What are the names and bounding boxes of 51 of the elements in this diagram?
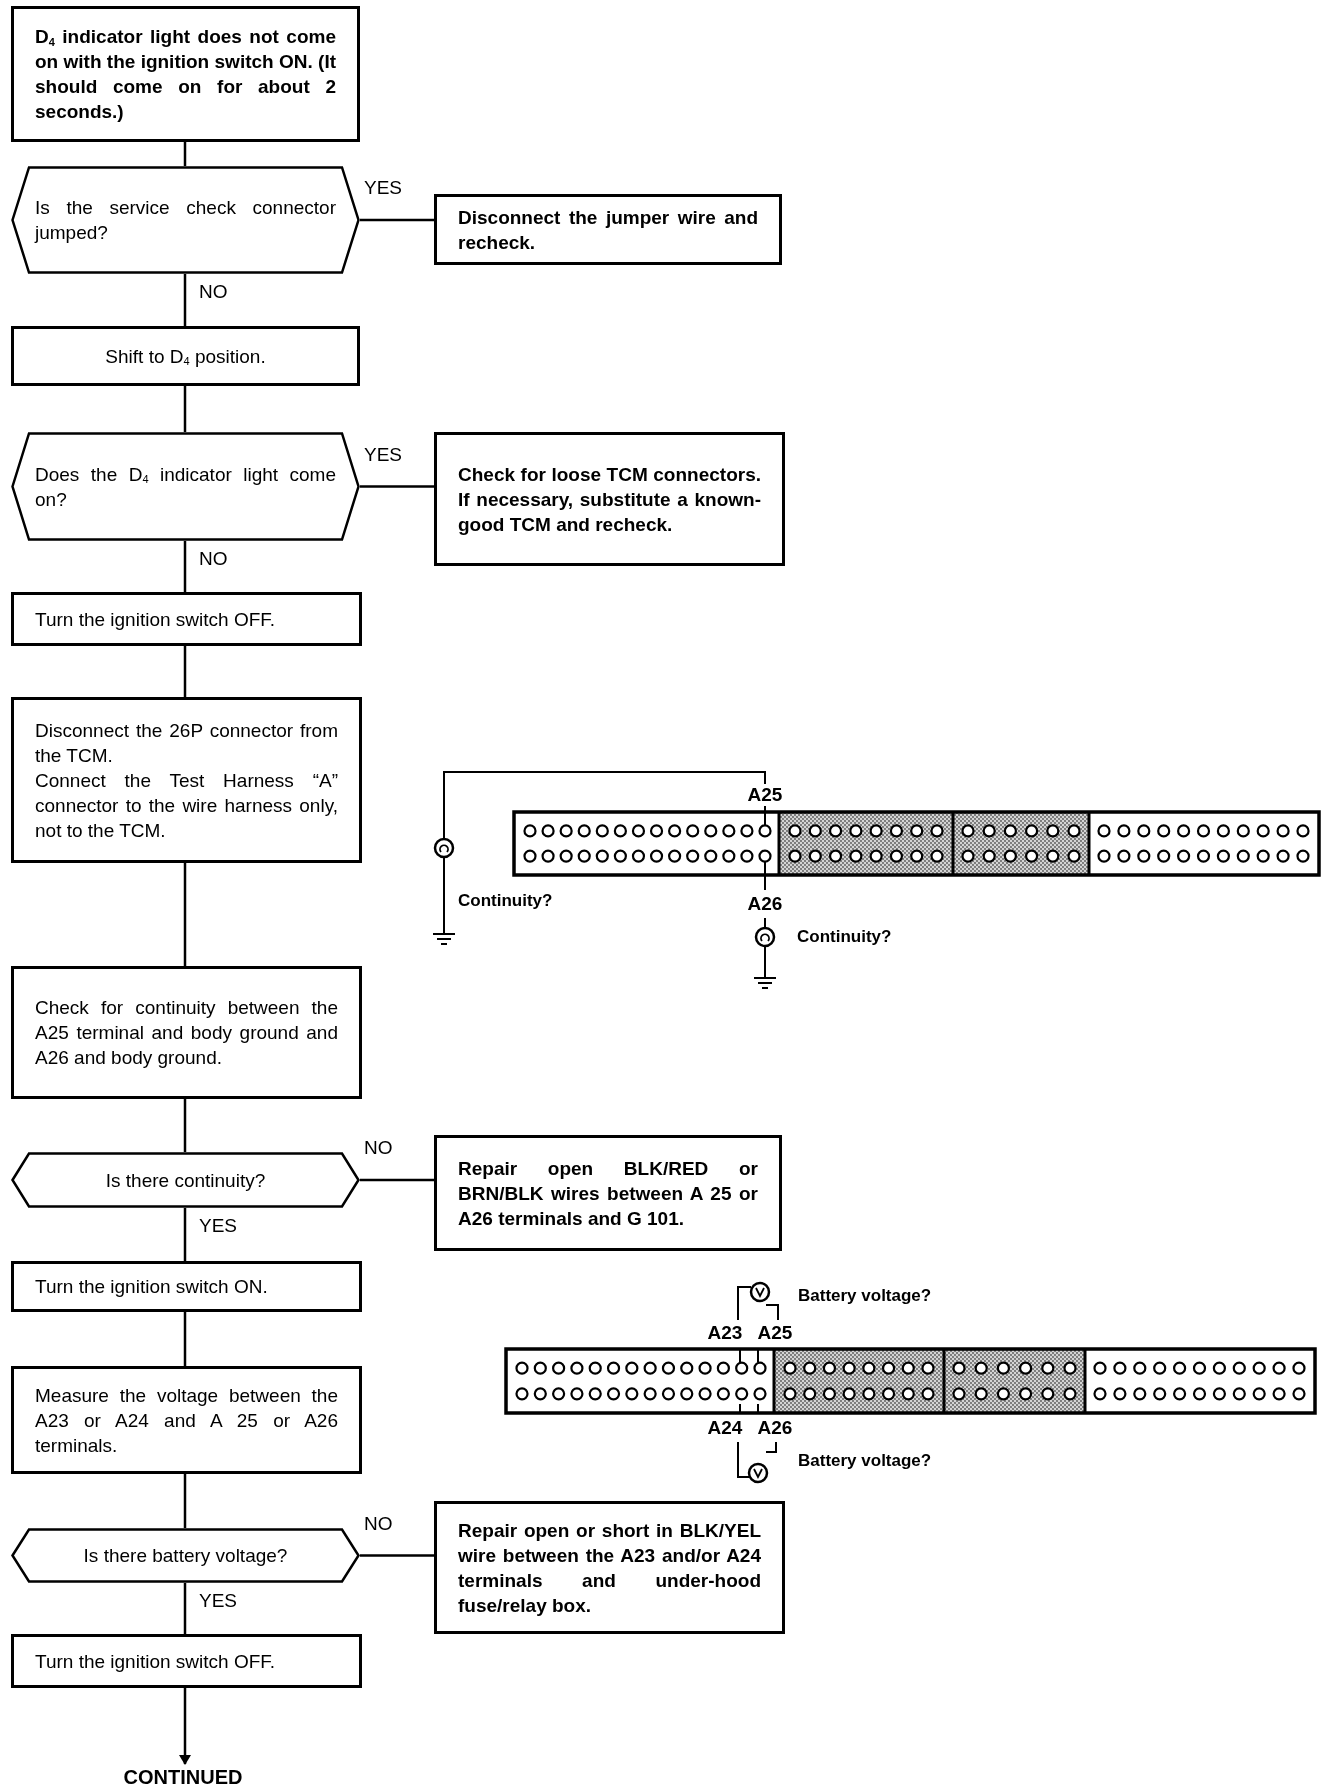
connector-line: [360, 1178, 434, 1182]
process-box: [11, 1261, 362, 1312]
decision-hexagon: [11, 1152, 360, 1208]
connector-line: [183, 1583, 187, 1634]
decision-hexagon: [11, 1528, 360, 1583]
connector-line: [183, 142, 187, 166]
connector-line: [183, 1474, 187, 1528]
process-box: [11, 1634, 362, 1688]
connector-line: [183, 1208, 187, 1261]
terminal-label: A25: [746, 784, 784, 806]
continued-text: CONTINUED: [113, 1764, 253, 1790]
step-text: Repair open BLK/RED or BRN/BLK wires between A 25 or A26 terminals and G 101.: [458, 1156, 758, 1231]
process-box: [434, 1501, 785, 1634]
step-text: Turn the ignition switch OFF.: [35, 1649, 277, 1674]
process-box: [434, 194, 782, 265]
question-text: Is there continuity?: [104, 1168, 267, 1193]
process-box: [11, 966, 362, 1099]
process-box: [11, 1366, 362, 1474]
connector-line: [183, 646, 187, 697]
connector-line: [183, 274, 187, 326]
connector-line: [183, 863, 187, 966]
question-text: Is the service check connector jumped?: [35, 196, 336, 245]
connector-line: [183, 541, 187, 592]
decision-hexagon: [11, 166, 360, 274]
arrow: [179, 1688, 191, 1765]
connector-line: [360, 1554, 434, 1557]
step-text: Turn the ignition switch OFF.: [35, 607, 277, 632]
step-text: Disconnect the 26P connector from the TCM.: [35, 718, 338, 768]
connector-line: [360, 218, 434, 222]
question-text: Does the D$_{4}$ indicator light come on?: [35, 462, 336, 512]
decision-hexagon: [11, 432, 360, 541]
process-box: [11, 326, 360, 386]
step-text: Shift to D$_{4}$ position.: [104, 344, 267, 369]
step-text: Connect the Test Harness “A” connector to the wire harness only, not to the TCM.: [35, 768, 338, 843]
step-text: Check for continuity between the A25 terminal and body ground and A26 and body ground.: [35, 996, 338, 1070]
step-text: Measure the voltage between the A23 or A24 and A 25 or A26 terminals.: [35, 1383, 338, 1458]
process-box: [11, 697, 362, 863]
step-text: Repair open or short in BLK/YEL wire between the A23 and/or A24 terminals and under-hood fuse/relay box.: [458, 1518, 761, 1618]
process-box: [434, 432, 785, 566]
step-text: Disconnect the jumper wire and recheck.: [458, 205, 758, 255]
connector-line: [183, 386, 187, 432]
process-box: [434, 1135, 782, 1251]
connector-line: [183, 1312, 187, 1366]
connector-line: [183, 1099, 187, 1152]
process-box: [11, 6, 360, 142]
step-text: Turn the ignition switch ON.: [35, 1275, 269, 1299]
step-text: D$_{4}$ indicator light does not come on with the ignition switch ON. (It should come on for about 2 seconds.): [35, 25, 336, 124]
step-text: Check for loose TCM connectors. If necessary, substitute a known-good TCM and recheck.: [458, 462, 761, 537]
question-text: Is there battery voltage?: [82, 1544, 289, 1568]
process-box: [11, 592, 362, 646]
connector-line: [360, 485, 434, 488]
